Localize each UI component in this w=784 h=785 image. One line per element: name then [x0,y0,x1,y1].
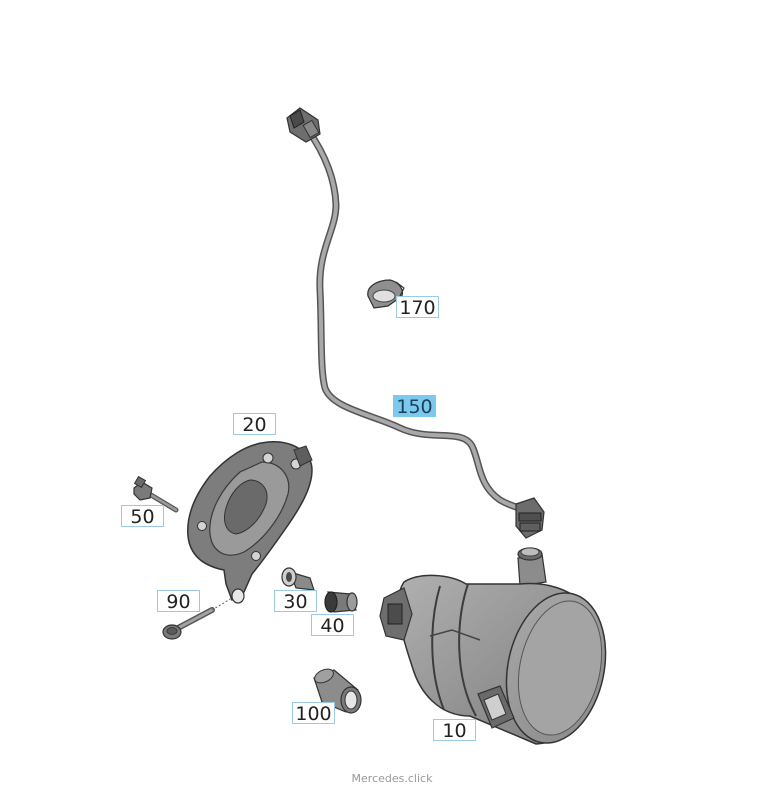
part-150-hose[interactable] [286,107,545,539]
part-40-bushing[interactable] [324,591,358,613]
callout-100[interactable]: 100 [292,702,335,725]
callout-170[interactable]: 170 [396,296,439,319]
callout-30[interactable]: 30 [274,590,317,613]
footer-credit: Mercedes.click [351,772,433,785]
part-50-bolt[interactable] [133,475,179,513]
part-10-air-pump[interactable] [379,547,619,752]
callout-90[interactable]: 90 [157,590,200,613]
callout-50[interactable]: 50 [121,505,164,528]
callout-150[interactable]: 150 [393,395,436,418]
part-170-clip[interactable] [367,279,405,309]
part-20-bracket[interactable] [187,441,313,604]
callout-20[interactable]: 20 [233,413,276,436]
hose-top-connector [286,107,321,143]
part-90-bolt[interactable] [162,597,233,640]
part-30-sleeve[interactable] [281,567,315,591]
part-100-sleeve[interactable] [312,666,362,714]
callout-40[interactable]: 40 [311,614,354,637]
hose-bottom-connector [515,497,545,539]
callout-10[interactable]: 10 [433,719,476,742]
